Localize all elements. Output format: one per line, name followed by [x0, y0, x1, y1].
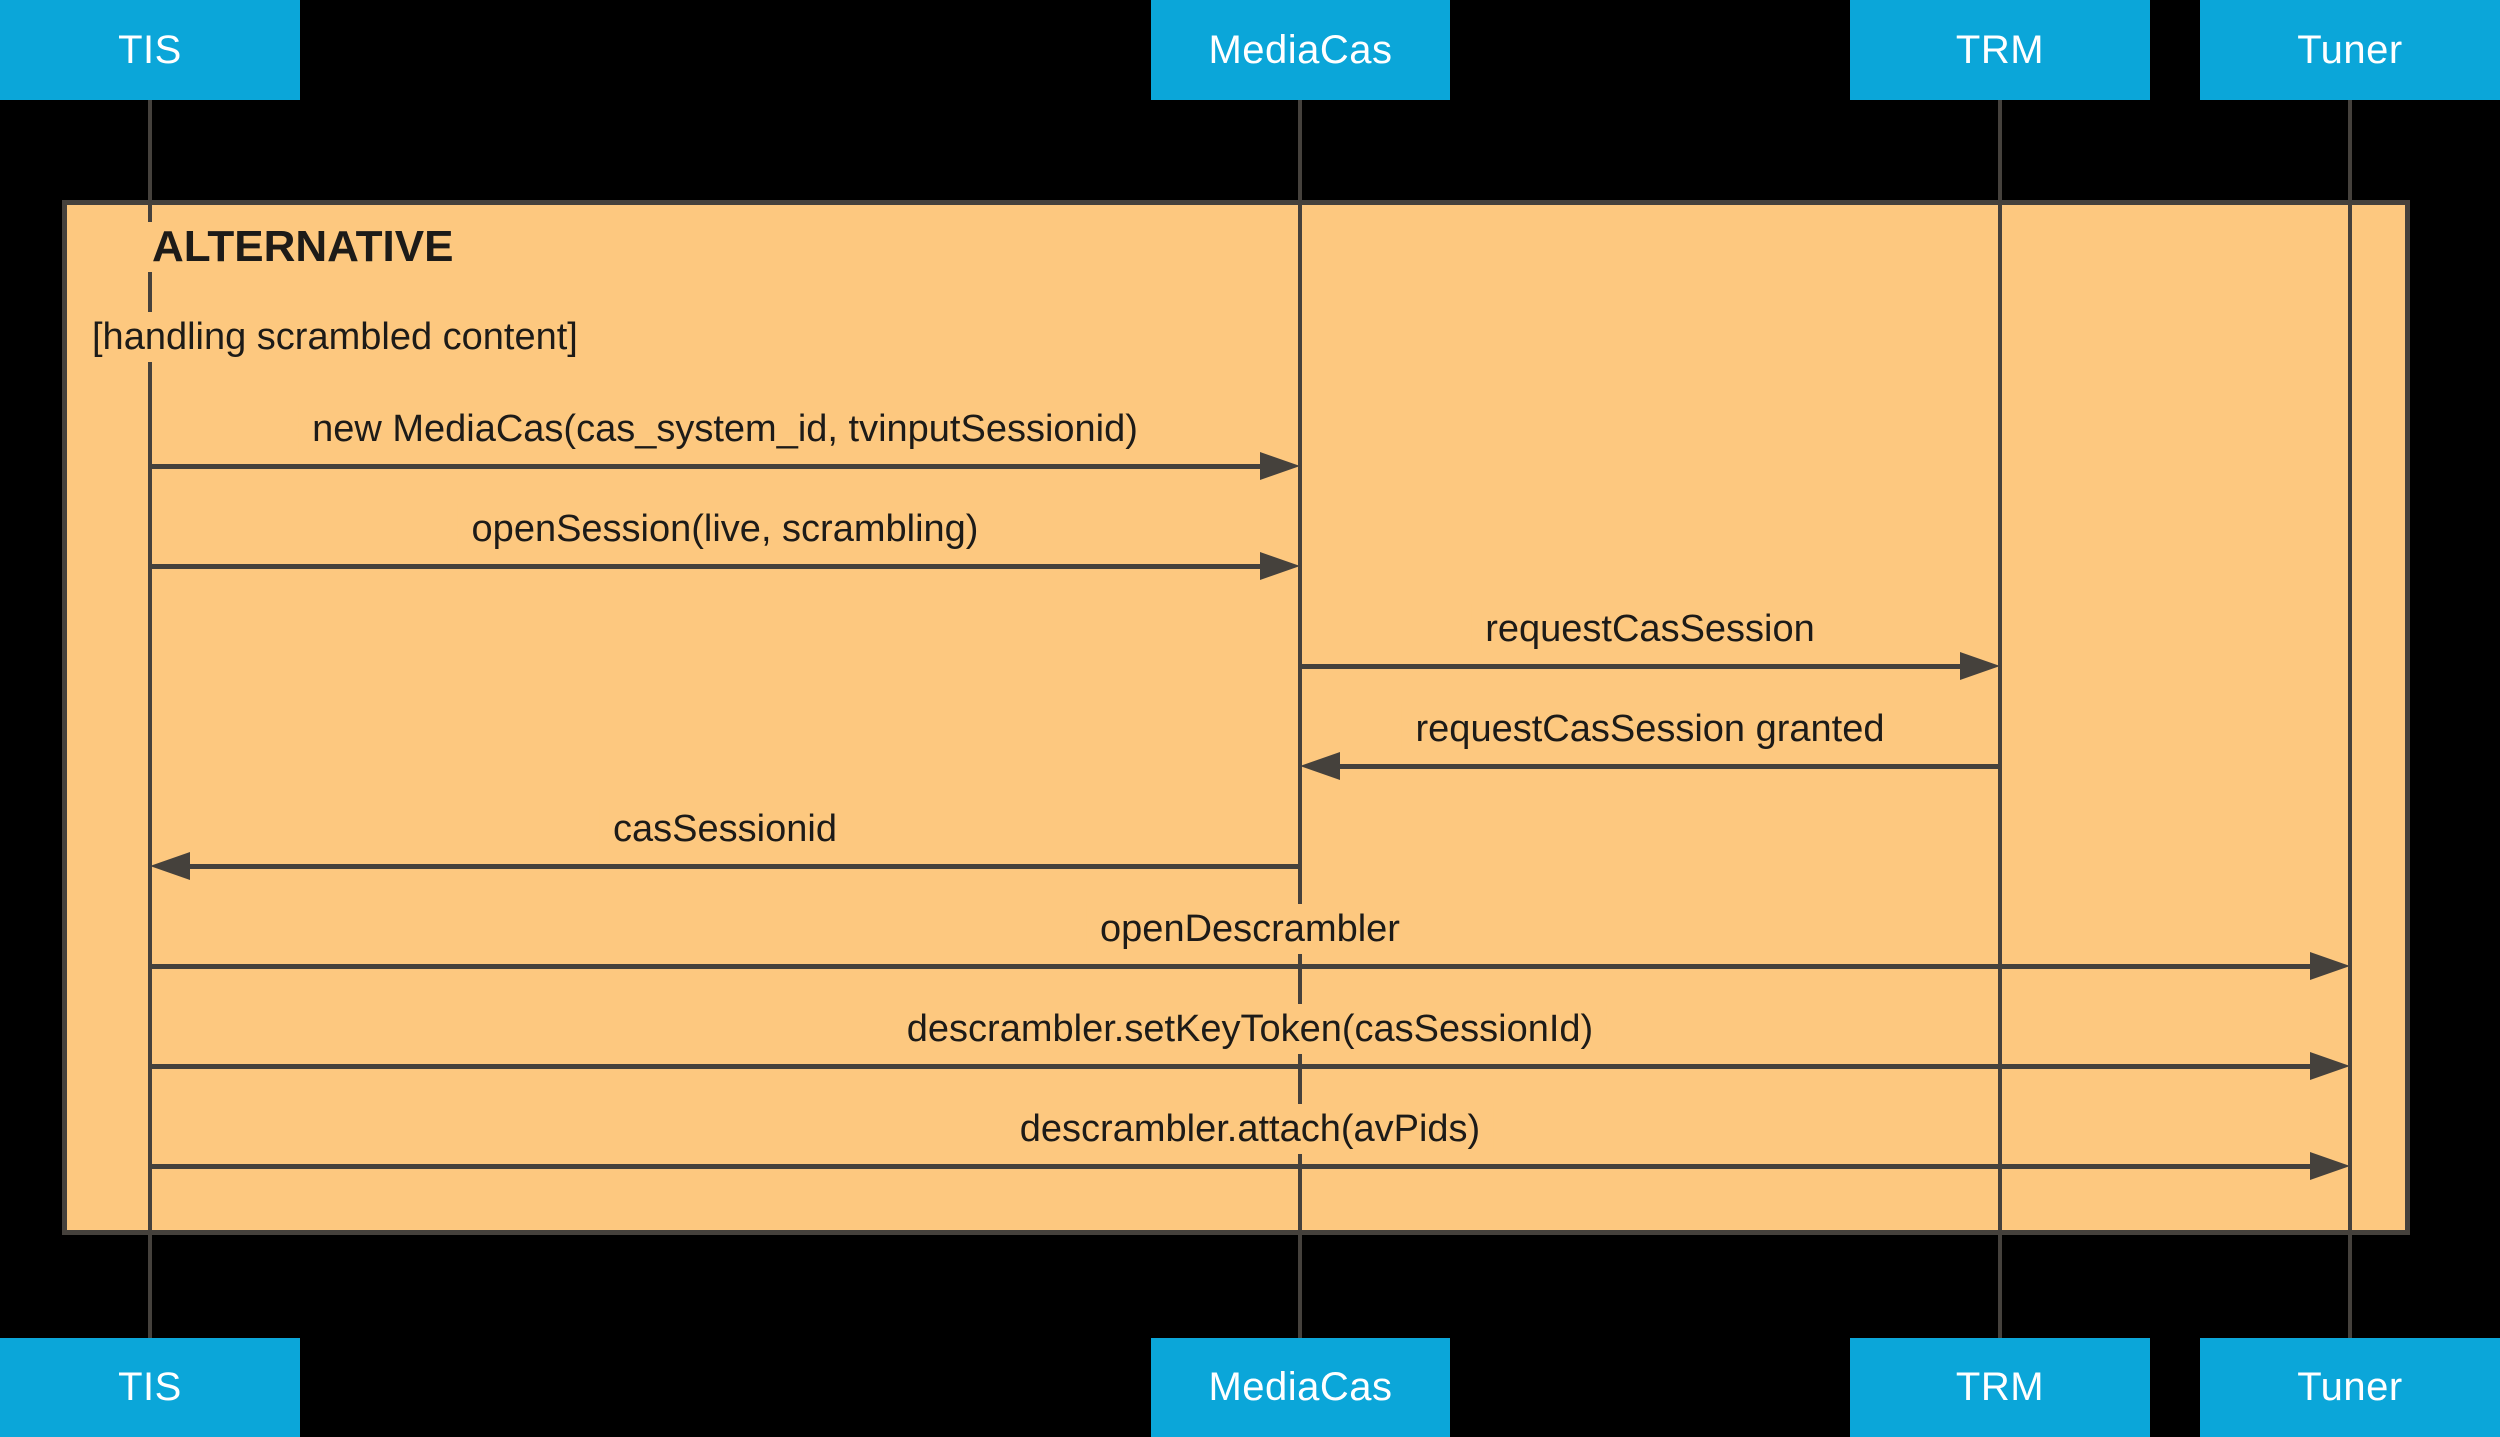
actor-label: TIS [118, 27, 182, 72]
actor-label: TIS [118, 1365, 182, 1409]
arrow-head [1260, 552, 1300, 580]
arrow-head [2310, 1152, 2350, 1180]
message-label: requestCasSession [1471, 604, 1829, 654]
actor-box-top-tis: TIS [0, 0, 300, 100]
message-label: openSession(live, scrambling) [457, 504, 993, 554]
message-arrow [1334, 764, 2000, 769]
actor-label: TRM [1955, 1365, 2045, 1409]
message-label: descrambler.setKeyToken(casSessionId) [892, 1004, 1608, 1054]
arrow-head [2310, 1052, 2350, 1080]
actor-box-top-trm: TRM [1850, 0, 2150, 100]
actor-box-top-tuner: Tuner [2200, 0, 2500, 100]
message-arrow [150, 1064, 2316, 1069]
message-label: casSessionid [599, 804, 851, 854]
message-arrow [150, 464, 1266, 469]
lifeline-trm [1998, 100, 2002, 1338]
arrow-head [1260, 452, 1300, 480]
alt-frame [62, 200, 2410, 1235]
actor-label: MediaCas [1208, 27, 1393, 72]
alt-frame-condition: [handling scrambled content] [80, 312, 590, 362]
message-label: descrambler.attach(avPids) [1005, 1104, 1495, 1154]
message-arrow [1300, 664, 1966, 669]
actor-label: TRM [1955, 27, 2045, 72]
arrow-head [1300, 752, 1340, 780]
arrow-head [150, 852, 190, 880]
message-arrow [150, 564, 1266, 569]
message-arrow [184, 864, 1300, 869]
actor-box-bottom-mediacas: MediaCas [1151, 1338, 1450, 1437]
message-arrow [150, 964, 2316, 969]
lifeline-tuner [2348, 100, 2352, 1338]
actor-box-bottom-tis: TIS [0, 1338, 300, 1437]
message-label: openDescrambler [1086, 904, 1414, 954]
message-label: requestCasSession granted [1401, 704, 1899, 754]
actor-label: MediaCas [1208, 1365, 1393, 1409]
actor-box-bottom-tuner: Tuner [2200, 1338, 2500, 1437]
actor-box-top-mediacas: MediaCas [1151, 0, 1450, 100]
lifeline-mediacas [1298, 100, 1302, 1338]
message-label: new MediaCas(cas_system_id, tvinputSessi… [298, 404, 1152, 454]
alt-frame-title: ALTERNATIVE [140, 222, 466, 272]
arrow-head [2310, 952, 2350, 980]
arrow-head [1960, 652, 2000, 680]
actor-label: Tuner [2297, 27, 2403, 72]
message-arrow [150, 1164, 2316, 1169]
lifeline-tis [148, 100, 152, 1338]
actor-box-bottom-trm: TRM [1850, 1338, 2150, 1437]
actor-label: Tuner [2297, 1365, 2403, 1409]
